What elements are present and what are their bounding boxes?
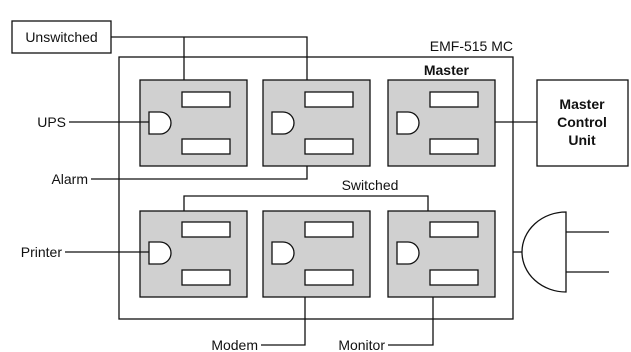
unswitched-bus (111, 36, 308, 80)
printer-label: Printer (21, 244, 63, 260)
outlet-bottom-middle (262, 210, 371, 298)
modem-line (261, 297, 306, 346)
device-model-label: EMF-515 MC (430, 38, 513, 54)
power-strip-enclosure (118, 56, 514, 320)
switched-label: Switched (342, 177, 399, 193)
alarm-line (91, 166, 308, 180)
outlet-bottom-left (139, 210, 248, 298)
outlet-top-left (139, 79, 248, 167)
mcu-line-2: Control (557, 114, 607, 130)
outlet-master (387, 79, 496, 167)
outlet-bottom-right (387, 210, 496, 298)
master-label: Master (424, 62, 470, 78)
mcu-line-3: Unit (568, 132, 596, 148)
monitor-label: Monitor (338, 337, 385, 352)
alarm-label: Alarm (51, 171, 88, 187)
unswitched-box (11, 20, 112, 54)
ups-label: UPS (37, 114, 66, 130)
outlet-top-middle (262, 79, 371, 167)
unswitched-label: Unswitched (25, 29, 97, 45)
monitor-line (388, 297, 434, 346)
power-plug-icon (513, 211, 609, 293)
modem-label: Modem (211, 337, 258, 352)
switched-bus (183, 195, 429, 211)
mcu-line-1: Master (559, 96, 605, 112)
master-control-unit (536, 79, 629, 167)
